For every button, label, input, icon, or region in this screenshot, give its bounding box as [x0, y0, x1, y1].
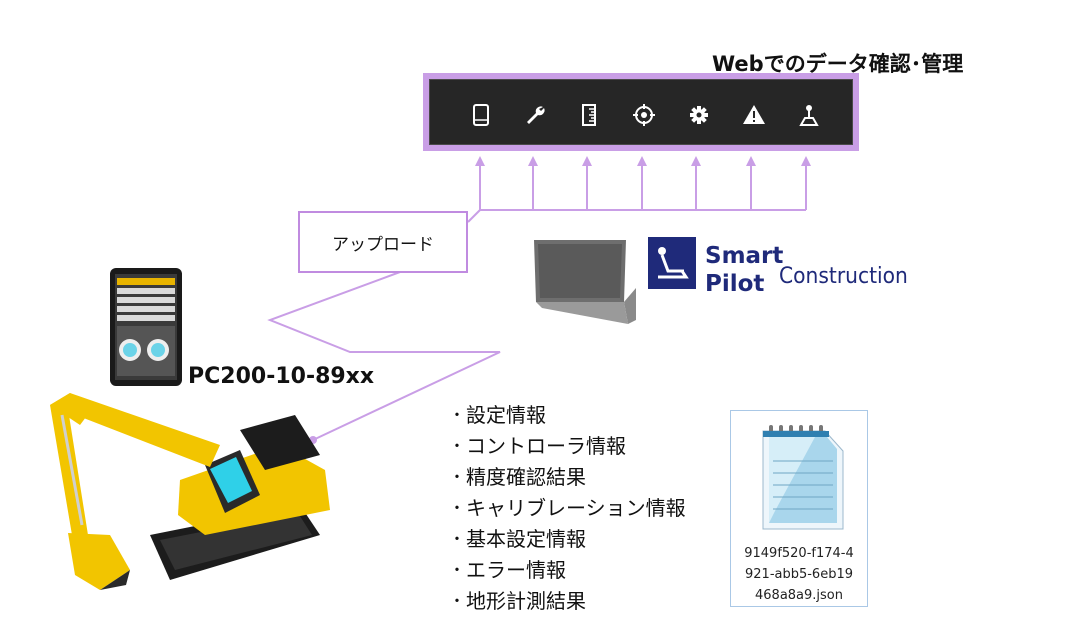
notepad-file-icon: [762, 425, 844, 530]
info-item-text: キャリブレーション情報: [466, 496, 686, 520]
wrench-icon[interactable]: [522, 102, 548, 128]
info-item-text: 基本設定情報: [466, 527, 586, 551]
smart-construction-pilot-logo-icon: [648, 237, 696, 289]
file-name-line: 9149f520-f174-4: [744, 546, 854, 561]
upload-box: アップロード: [298, 211, 468, 273]
brand-smart: Smart: [705, 243, 784, 269]
list-item: ･精度確認結果: [452, 465, 586, 489]
web-toolbar: [423, 73, 859, 151]
info-item-text: エラー情報: [466, 558, 566, 582]
warning-icon[interactable]: [741, 102, 767, 128]
list-item: ･基本設定情報: [452, 527, 586, 551]
tablet-device-image: [110, 268, 182, 386]
machine-model-label: PC200-10-89xx: [188, 364, 375, 389]
gear-icon[interactable]: [686, 102, 712, 128]
upload-label: アップロード: [332, 234, 434, 255]
info-item-text: コントローラ情報: [466, 434, 626, 458]
file-name: 9149f520-f174-4 921-abb5-6eb19 468a8a9.j…: [731, 543, 867, 606]
brand-pilot: Pilot: [705, 271, 765, 297]
list-item: ･キャリブレーション情報: [452, 496, 686, 520]
laptop-icon: [534, 240, 636, 324]
excavator-image: [50, 393, 330, 590]
list-item: ･地形計測結果: [452, 589, 586, 613]
brand-construction: Construction: [779, 264, 908, 289]
tablet-icon[interactable]: [468, 102, 494, 128]
info-item-text: 地形計測結果: [466, 589, 586, 613]
file-name-line: 468a8a9.json: [755, 588, 843, 603]
list-item: ･エラー情報: [452, 558, 566, 582]
ruler-icon[interactable]: [576, 102, 602, 128]
file-name-line: 921-abb5-6eb19: [745, 567, 853, 582]
list-item: ･コントローラ情報: [452, 434, 626, 458]
info-item-text: 精度確認結果: [466, 465, 586, 489]
info-item-text: 設定情報: [466, 403, 546, 427]
list-item: ･設定情報: [452, 403, 546, 427]
joystick-icon[interactable]: [796, 102, 822, 128]
info-list: ･設定情報 ･コントローラ情報 ･精度確認結果 ･キャリブレーション情報 ･基本…: [452, 400, 686, 617]
web-title: Webでのデータ確認･管理: [712, 52, 964, 76]
target-icon[interactable]: [631, 102, 657, 128]
json-file[interactable]: 9149f520-f174-4 921-abb5-6eb19 468a8a9.j…: [730, 410, 868, 607]
